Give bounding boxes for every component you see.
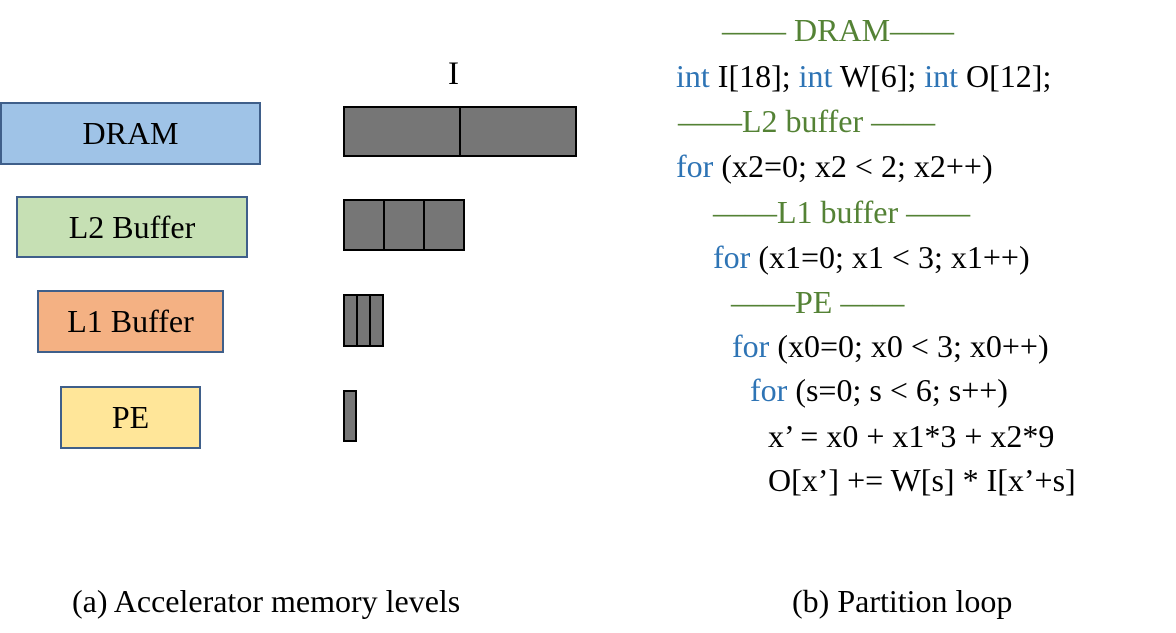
code-text: (s=0; s < 6; s++): [787, 372, 1008, 408]
code-index-statement: x’ = x0 + x1*3 + x2*9: [768, 418, 1055, 454]
dram-label: DRAM: [82, 115, 179, 151]
l1-tile: [369, 294, 384, 347]
code-keyword-for: for: [732, 328, 770, 364]
tensor-i-label: I: [448, 56, 459, 92]
l2-tile: [383, 199, 425, 251]
code-loop-x1: for (x1=0; x1 < 3; x1++): [713, 237, 1030, 277]
l1-buffer-level-box: L1 Buffer: [37, 290, 224, 353]
code-keyword-int: int: [924, 58, 959, 94]
dram-tile: [459, 106, 577, 157]
l1-buffer-label: L1 Buffer: [67, 303, 194, 339]
code-loop-x2: for (x2=0; x2 < 2; x2++): [676, 146, 993, 186]
code-loop-s: for (s=0; s < 6; s++): [750, 370, 1008, 410]
code-text: (x1=0; x1 < 3; x1++): [750, 239, 1030, 275]
code-keyword-for: for: [676, 148, 714, 184]
code-text: (x2=0; x2 < 2; x2++): [713, 148, 993, 184]
l2-tile: [343, 199, 385, 251]
l2-buffer-label: L2 Buffer: [68, 208, 196, 245]
l2-tile: [423, 199, 465, 251]
code-l1-header: ——L1 buffer ——: [713, 194, 971, 230]
code-loop-x0: for (x0=0; x0 < 3; x0++): [732, 326, 1049, 366]
l1-tensor-partition: [343, 294, 384, 347]
code-keyword-for: for: [750, 372, 788, 408]
code-keyword-int: int: [676, 58, 710, 94]
pe-label: PE: [111, 399, 150, 435]
code-accumulate-statement: O[x’] += W[s] * I[x’+s]: [768, 462, 1076, 498]
code-keyword-int: int: [798, 58, 833, 94]
code-l2-header: ——L2 buffer ——: [678, 103, 936, 139]
code-text: (x0=0; x0 < 3; x0++): [769, 328, 1049, 364]
code-dram-header: —— DRAM——: [722, 12, 955, 48]
l2-tensor-partition: [343, 199, 465, 251]
code-keyword-for: for: [713, 239, 751, 275]
code-text: I[18];: [709, 58, 799, 94]
dram-tensor-partition: [343, 106, 577, 157]
pe-level-box: PE: [60, 386, 201, 449]
code-text: W[6];: [832, 58, 925, 94]
code-text: O[12];: [958, 58, 1052, 94]
code-pe-header: ——PE ——: [731, 284, 905, 320]
code-declarations: int I[18]; int W[6]; int O[12];: [676, 56, 1051, 96]
caption-b: (b) Partition loop: [792, 583, 1013, 619]
pe-tensor-partition: [343, 390, 357, 442]
dram-tile: [343, 106, 461, 157]
dram-level-box: DRAM: [0, 102, 261, 165]
caption-a: (a) Accelerator memory levels: [72, 583, 461, 619]
l2-buffer-level-box: L2 Buffer: [16, 196, 248, 258]
pe-tile: [343, 390, 357, 442]
